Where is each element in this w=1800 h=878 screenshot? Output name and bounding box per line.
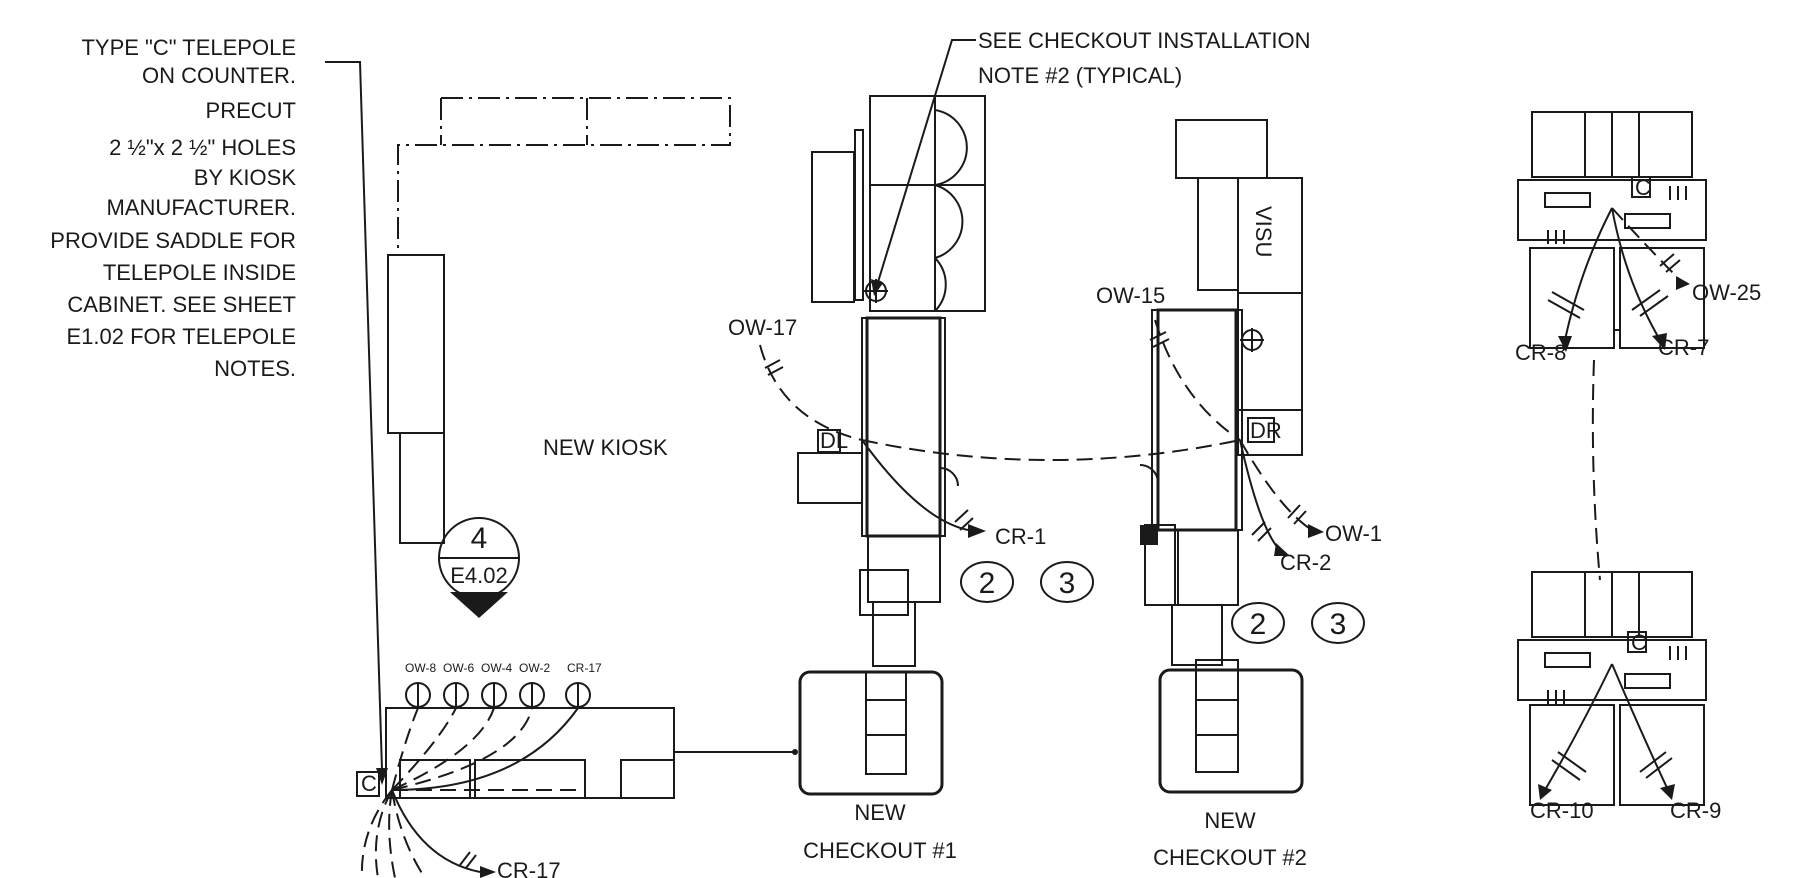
note-line: CABINET. SEE SHEET bbox=[67, 292, 296, 317]
register-circuits-top bbox=[1547, 207, 1690, 581]
cr1-label: CR-1 bbox=[995, 524, 1046, 549]
note-line: TYPE "C" TELEPOLE bbox=[81, 35, 296, 60]
detail-sheet: E4.02 bbox=[450, 563, 508, 588]
checkout-circuits bbox=[759, 319, 1324, 556]
tag-c-bottom: C bbox=[1631, 630, 1647, 655]
kiosk-outline bbox=[387, 97, 731, 544]
checkout2-line1: NEW bbox=[1204, 808, 1256, 833]
note-line: BY KIOSK bbox=[194, 165, 297, 190]
cr7-label: CR-7 bbox=[1658, 335, 1709, 360]
keynote-3: 3 bbox=[1059, 567, 1076, 600]
callout-line2: NOTE #2 (TYPICAL) bbox=[978, 63, 1182, 88]
checkout-1: DL bbox=[797, 95, 986, 796]
note-leader-line bbox=[325, 61, 383, 771]
circuit-ow6-label: OW-6 bbox=[443, 661, 474, 675]
kiosk-homeruns: CR-17 bbox=[360, 707, 585, 878]
ow15-label: OW-15 bbox=[1096, 283, 1165, 308]
cr10-label: CR-10 bbox=[1530, 798, 1594, 823]
telepole-c-tag bbox=[356, 771, 380, 797]
tag-c-kiosk: C bbox=[361, 771, 377, 796]
cr8-label: CR-8 bbox=[1515, 340, 1566, 365]
note-line: TELEPOLE INSIDE bbox=[103, 260, 296, 285]
ow1-label: OW-1 bbox=[1325, 521, 1382, 546]
cr2-label: CR-2 bbox=[1280, 550, 1331, 575]
tag-dl: DL bbox=[820, 428, 848, 453]
cr9-label: CR-9 bbox=[1670, 798, 1721, 823]
callout-arrow-icon bbox=[871, 279, 883, 296]
checkout1-line1: NEW bbox=[854, 800, 906, 825]
checkout1-line2: CHECKOUT #1 bbox=[803, 838, 957, 863]
checkout2-line2: CHECKOUT #2 bbox=[1153, 845, 1307, 870]
register-circuits-bottom bbox=[1538, 663, 1675, 800]
register-island-top bbox=[1517, 111, 1707, 349]
visu-label: VISU bbox=[1251, 206, 1276, 257]
note-line: MANUFACTURER. bbox=[107, 195, 296, 220]
tag-c-top: C bbox=[1635, 175, 1651, 200]
checkout-2: DR VISU bbox=[1139, 119, 1304, 794]
keynotes-checkout1: 2 3 bbox=[960, 561, 1094, 603]
circuit-ow8-label: OW-8 bbox=[405, 661, 436, 675]
tag-dr: DR bbox=[1250, 418, 1282, 443]
ow17-label: OW-17 bbox=[728, 315, 797, 340]
keynotes-checkout2: 2 3 bbox=[1231, 602, 1365, 644]
ow25-label: OW-25 bbox=[1692, 280, 1761, 305]
circuit-ow4-label: OW-4 bbox=[481, 661, 512, 675]
register-island-bottom bbox=[1517, 571, 1707, 806]
kiosk-receptacles: OW-8 OW-6 OW-4 OW-2 CR-17 bbox=[405, 661, 602, 708]
note-line: NOTES. bbox=[214, 356, 296, 381]
note-line: ON COUNTER. bbox=[142, 63, 296, 88]
note-line: 2 ½"x 2 ½" HOLES bbox=[109, 135, 296, 160]
note-line: PRECUT bbox=[206, 98, 296, 123]
note-line: E1.02 FOR TELEPOLE bbox=[67, 324, 296, 349]
detail-bubble: 4 E4.02 bbox=[438, 517, 520, 618]
kiosk-counter: C bbox=[356, 707, 798, 799]
bubble-pointer-icon bbox=[450, 592, 508, 618]
keynote-3: 3 bbox=[1330, 608, 1347, 641]
new-kiosk-label: NEW KIOSK bbox=[543, 435, 668, 460]
circuit-ow2-label: OW-2 bbox=[519, 661, 550, 675]
detail-number: 4 bbox=[471, 522, 488, 555]
note-line: PROVIDE SADDLE FOR bbox=[50, 228, 296, 253]
keynote-2: 2 bbox=[1250, 608, 1267, 641]
circuit-cr17-kiosk-label: CR-17 bbox=[567, 661, 602, 675]
telepole-note: TYPE "C" TELEPOLE ON COUNTER. PRECUT 2 ½… bbox=[50, 35, 296, 381]
callout-line1: SEE CHECKOUT INSTALLATION bbox=[978, 28, 1311, 53]
callout-leader-line bbox=[877, 39, 976, 283]
keynote-2: 2 bbox=[979, 567, 996, 600]
cr17-label: CR-17 bbox=[497, 858, 561, 878]
